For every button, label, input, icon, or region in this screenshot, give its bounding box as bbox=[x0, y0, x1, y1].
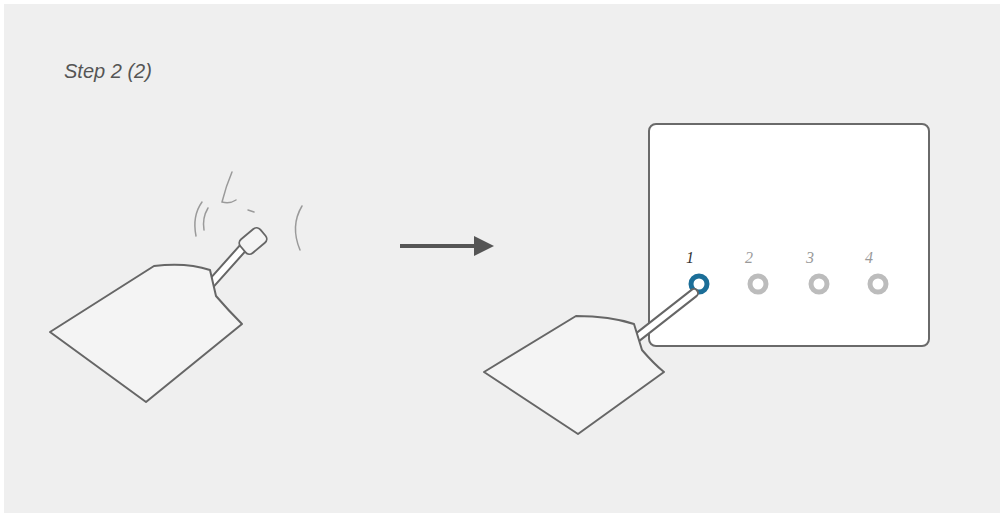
port-number: 4 bbox=[865, 250, 873, 266]
face-line bbox=[295, 206, 302, 250]
port-number: 1 bbox=[686, 250, 694, 266]
arrow-shaft bbox=[400, 244, 478, 248]
canvas-background: 1 2 3 4 Step 2 (2) bbox=[4, 4, 1000, 513]
port-number: 2 bbox=[745, 250, 753, 266]
ports bbox=[691, 276, 886, 292]
face-line bbox=[248, 210, 254, 212]
nose-line bbox=[222, 172, 236, 203]
swab-left bbox=[50, 226, 269, 402]
port bbox=[750, 276, 766, 292]
step-title: Step 2 (2) bbox=[64, 60, 152, 83]
step-arrow bbox=[400, 236, 494, 256]
face-line bbox=[204, 208, 209, 230]
swab-shaft bbox=[634, 293, 694, 340]
test-device: 1 2 3 4 bbox=[648, 123, 930, 347]
swab-packet bbox=[50, 265, 242, 402]
arrow-head bbox=[474, 236, 494, 256]
port-number: 3 bbox=[806, 250, 814, 266]
swab-right bbox=[484, 293, 694, 434]
swab-shaft-fill bbox=[634, 293, 694, 340]
swab-tip bbox=[237, 226, 268, 257]
swab-packet bbox=[484, 316, 664, 434]
face-line bbox=[195, 202, 202, 236]
port-active bbox=[691, 276, 707, 292]
port bbox=[811, 276, 827, 292]
port bbox=[870, 276, 886, 292]
